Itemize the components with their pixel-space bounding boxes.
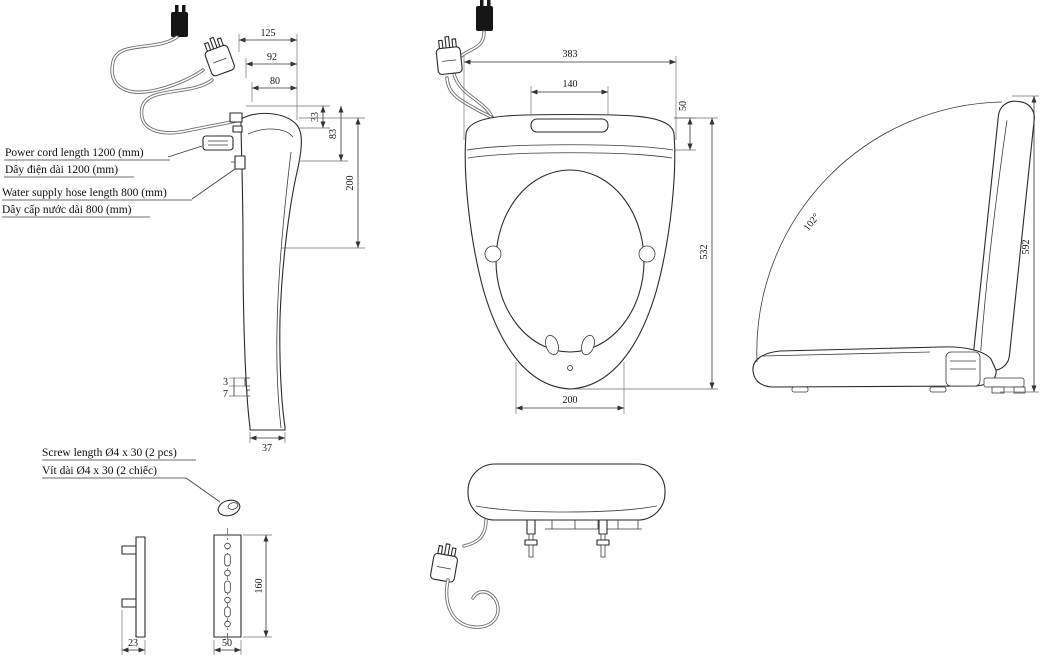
foot bbox=[791, 386, 809, 393]
water-connector bbox=[596, 519, 610, 558]
dim-592: 592 bbox=[1000, 95, 1039, 393]
front-view bbox=[430, 463, 666, 629]
svg-text:83: 83 bbox=[328, 129, 339, 139]
dim-37: 37 bbox=[249, 432, 286, 454]
svg-text:200: 200 bbox=[345, 176, 356, 191]
svg-text:125: 125 bbox=[261, 28, 276, 39]
svg-text:140: 140 bbox=[563, 79, 578, 90]
leader-line bbox=[185, 477, 221, 503]
plate-side-view: 23 bbox=[121, 536, 146, 655]
cord-breaker-box bbox=[202, 135, 234, 151]
power-cord bbox=[139, 78, 238, 135]
open-side-view: 102° 592 bbox=[752, 95, 1039, 394]
plate-front-view: 50 160 bbox=[213, 528, 272, 655]
seat-opening-outline bbox=[495, 169, 645, 353]
power-cord bbox=[445, 76, 494, 120]
unit-front-body bbox=[467, 463, 666, 521]
plate-hook bbox=[121, 598, 137, 608]
svg-text:3: 3 bbox=[223, 377, 228, 388]
water-hose-label-en: Water supply hose length 800 (mm) bbox=[2, 187, 167, 199]
dim-23: 23 bbox=[121, 610, 146, 655]
power-cord-label-en: Power cord length 1200 (mm) bbox=[5, 147, 144, 159]
side-view-closed: Power cord length 1200 (mm) Dây điện dài… bbox=[2, 5, 365, 454]
dim-80: 80 bbox=[251, 76, 297, 102]
dim-160: 160 bbox=[243, 534, 272, 638]
nozzle-cover bbox=[530, 118, 609, 133]
screw-label-vi: Vít dài Ø4 x 30 (2 chiếc) bbox=[42, 464, 157, 477]
svg-text:23: 23 bbox=[128, 638, 138, 649]
svg-text:33: 33 bbox=[310, 112, 321, 122]
power-cord-label-vi: Dây điện dài 1200 (mm) bbox=[5, 164, 118, 176]
bumper-right bbox=[581, 334, 595, 356]
power-cord bbox=[110, 35, 205, 94]
power-plug-icon bbox=[435, 36, 463, 75]
svg-text:50: 50 bbox=[678, 101, 689, 111]
water-inlet bbox=[234, 155, 246, 170]
dim-92: 92 bbox=[245, 52, 297, 78]
dim-angle-102: 102° bbox=[802, 212, 822, 234]
power-cord bbox=[452, 30, 494, 119]
water-connector bbox=[524, 519, 538, 558]
power-cord bbox=[445, 578, 500, 629]
screw-detail: Screw length Ø4 x 30 (2 pcs) Vít dài Ø4 … bbox=[42, 447, 241, 517]
dim-7: 7 bbox=[223, 386, 247, 400]
hinge-cap-left bbox=[484, 245, 502, 263]
unit-side-profile bbox=[229, 112, 302, 431]
screw-label-en: Screw length Ø4 x 30 (2 pcs) bbox=[42, 447, 177, 459]
cord-inlet bbox=[229, 112, 243, 123]
dim-3: 3 bbox=[223, 377, 245, 388]
power-plug-icon bbox=[430, 543, 458, 583]
open-lid bbox=[972, 100, 1035, 371]
plate-hook bbox=[121, 545, 137, 555]
svg-text:80: 80 bbox=[270, 76, 280, 87]
dim-50-plate: 50 bbox=[213, 638, 242, 655]
lid-swing-arc bbox=[756, 101, 1003, 363]
svg-text:7: 7 bbox=[223, 389, 228, 400]
seat-base-profile bbox=[752, 346, 1026, 394]
dim-383: 383 bbox=[463, 49, 677, 140]
leader-line bbox=[191, 168, 236, 200]
svg-text:92: 92 bbox=[267, 52, 277, 63]
power-plug-icon bbox=[204, 36, 235, 77]
svg-text:383: 383 bbox=[563, 49, 578, 60]
water-hose-label-vi: Dây cấp nước dài 800 (mm) bbox=[2, 203, 132, 216]
power-connector-icon bbox=[476, 0, 493, 31]
svg-text:592: 592 bbox=[1021, 240, 1032, 255]
seat-top-outline bbox=[464, 113, 676, 390]
dim-125: 125 bbox=[238, 28, 298, 120]
svg-text:200: 200 bbox=[563, 395, 578, 406]
power-connector-icon bbox=[171, 5, 188, 37]
dim-200-bolts: 200 bbox=[515, 362, 625, 414]
foot bbox=[929, 386, 947, 393]
svg-text:160: 160 bbox=[254, 579, 265, 594]
dim-50-top: 50 bbox=[674, 101, 696, 151]
plate-side-body bbox=[135, 536, 146, 638]
leader-line bbox=[167, 145, 203, 158]
screw-icon bbox=[217, 499, 241, 517]
svg-text:50: 50 bbox=[222, 638, 232, 649]
dim-140: 140 bbox=[530, 79, 609, 115]
power-cord bbox=[462, 518, 488, 548]
dim-83: 83 bbox=[299, 106, 348, 162]
plan-view: 383 140 50 532 200 bbox=[435, 0, 718, 414]
dim-532: 532 bbox=[572, 117, 718, 390]
dim-33: 33 bbox=[246, 105, 330, 129]
svg-text:532: 532 bbox=[699, 245, 710, 260]
dim-200-height: 200 bbox=[281, 117, 365, 249]
svg-text:37: 37 bbox=[262, 443, 272, 454]
hinge-cap-right bbox=[638, 245, 656, 263]
bumper-left bbox=[545, 334, 559, 356]
